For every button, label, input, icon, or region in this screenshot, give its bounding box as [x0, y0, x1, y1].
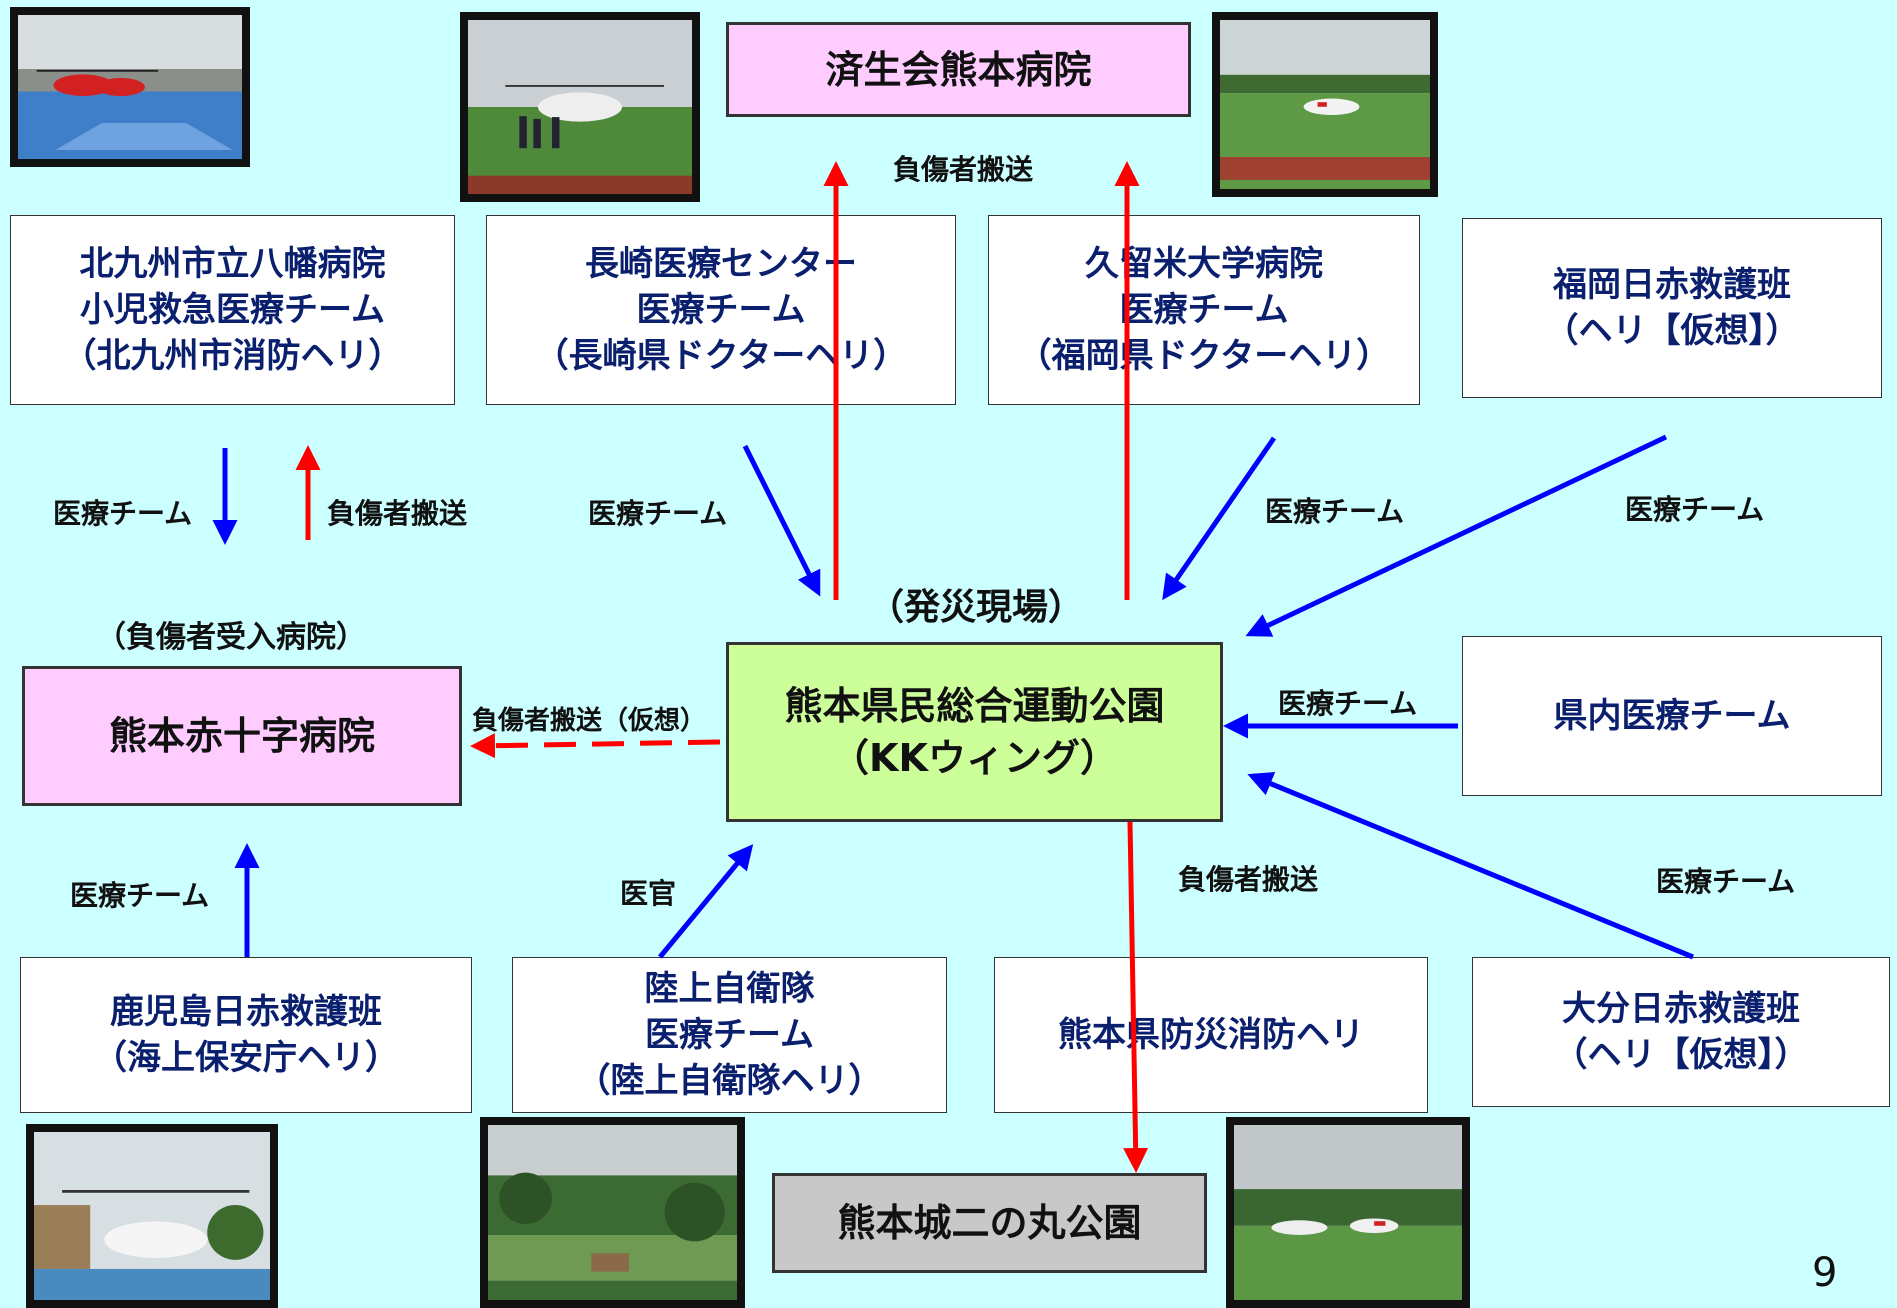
label-kagoshima-team: 医療チーム	[70, 879, 210, 912]
label-top-transport: 負傷者搬送	[893, 153, 1034, 186]
label-disaster-site: （発災現場）	[868, 587, 1085, 628]
box-oita-team: 大分日赤救護班 （ヘリ【仮想】）	[1472, 957, 1890, 1107]
prefecture-team-label: 県内医療チーム	[1553, 696, 1791, 736]
red-cross-hospital-label: 熊本赤十字病院	[108, 714, 375, 758]
sdf-line-3: （陸上自衛隊ヘリ）	[576, 1061, 883, 1101]
oita-line-1: 大分日赤救護班	[1562, 989, 1800, 1029]
box-kumamoto-red-cross-hospital: 熊本赤十字病院	[22, 666, 462, 806]
photo-nagasaki-helicopter	[460, 12, 700, 202]
label-virtual-transport: 負傷者搬送（仮想）	[472, 706, 707, 736]
box-kitakyushu-team: 北九州市立八幡病院 小児救急医療チーム （北九州市消防ヘリ）	[10, 215, 455, 405]
oita-line-2: （ヘリ【仮想】）	[1553, 1035, 1809, 1075]
arrow-fukuoka-team	[1245, 434, 1668, 637]
arrow-site-to-ninomaru	[1123, 821, 1149, 1173]
box-nagasaki-team: 長崎医療センター 医療チーム （長崎県ドクターヘリ）	[486, 215, 956, 405]
sdf-line-2: 医療チーム	[645, 1015, 814, 1055]
arrow-virtual-transport	[470, 733, 721, 759]
photo-kagoshima-helicopter	[26, 1124, 278, 1308]
box-kurume-team: 久留米大学病院 医療チーム （福岡県ドクターヘリ）	[988, 215, 1420, 405]
label-oita-team: 医療チーム	[1656, 865, 1796, 898]
kitakyushu-line-2: 小児救急医療チーム	[80, 290, 385, 330]
nagasaki-line-3: （長崎県ドクターヘリ）	[534, 336, 908, 376]
nagasaki-line-1: 長崎医療センター	[585, 244, 857, 284]
kagoshima-line-1: 鹿児島日赤救護班	[110, 992, 382, 1032]
box-prefecture-team: 県内医療チーム	[1462, 636, 1882, 796]
box-main-site: 熊本県民総合運動公園 （KKウィング）	[726, 642, 1223, 822]
kurume-line-2: 医療チーム	[1119, 290, 1289, 330]
label-sdf-officer: 医官	[620, 877, 677, 910]
kagoshima-line-2: （海上保安庁ヘリ）	[93, 1038, 399, 1078]
label-fire-transport: 負傷者搬送	[1178, 863, 1319, 896]
box-ninomaru-park: 熊本城二の丸公園	[772, 1173, 1207, 1273]
main-site-line-1: 熊本県民総合運動公園	[784, 684, 1165, 728]
photo-ninomaru-helicopter	[1226, 1117, 1470, 1308]
box-sdf-team: 陸上自衛隊 医療チーム （陸上自衛隊ヘリ）	[512, 957, 947, 1113]
fukuoka-line-1: 福岡日赤救護班	[1553, 265, 1791, 305]
label-nagasaki-team: 医療チーム	[588, 497, 728, 530]
photo-kitakyushu-helicopter	[10, 7, 250, 167]
arrow-oita-team	[1247, 772, 1694, 960]
main-site-line-2: （KKウィング）	[831, 736, 1118, 780]
fukuoka-line-2: （ヘリ【仮想】）	[1544, 311, 1800, 351]
arrow-nagasaki-team	[742, 444, 821, 597]
photo-sdf-helicopter	[480, 1117, 745, 1308]
arrow-sdf-team	[658, 844, 754, 959]
label-kurume-team: 医療チーム	[1265, 495, 1405, 528]
box-fire-heli: 熊本県防災消防ヘリ	[994, 957, 1428, 1113]
label-left-transport: 負傷者搬送	[327, 497, 468, 530]
label-prefecture-team: 医療チーム	[1278, 687, 1418, 720]
label-receiving-hospital: （負傷者受入病院）	[96, 620, 366, 655]
kitakyushu-line-1: 北九州市立八幡病院	[79, 244, 386, 284]
photo-kurume-helicopter	[1212, 12, 1438, 197]
sdf-line-1: 陸上自衛隊	[644, 969, 815, 1009]
box-kagoshima-team: 鹿児島日赤救護班 （海上保安庁ヘリ）	[20, 957, 472, 1113]
arrow-kurume-team	[1162, 436, 1277, 601]
label-left-team: 医療チーム	[53, 497, 193, 530]
box-saiseikai-hospital: 済生会熊本病院	[726, 22, 1191, 117]
label-fukuoka-team: 医療チーム	[1625, 493, 1765, 526]
kurume-line-3: （福岡県ドクターヘリ）	[1017, 336, 1391, 376]
saiseikai-label: 済生会熊本病院	[825, 47, 1092, 92]
fire-heli-label: 熊本県防災消防ヘリ	[1058, 1015, 1364, 1055]
kitakyushu-line-3: （北九州市消防ヘリ）	[62, 336, 403, 376]
page-number: 9	[1812, 1250, 1838, 1296]
ninomaru-label: 熊本城二の丸公園	[837, 1201, 1142, 1245]
nagasaki-line-2: 医療チーム	[636, 290, 806, 330]
box-fukuoka-team: 福岡日赤救護班 （ヘリ【仮想】）	[1462, 218, 1882, 398]
